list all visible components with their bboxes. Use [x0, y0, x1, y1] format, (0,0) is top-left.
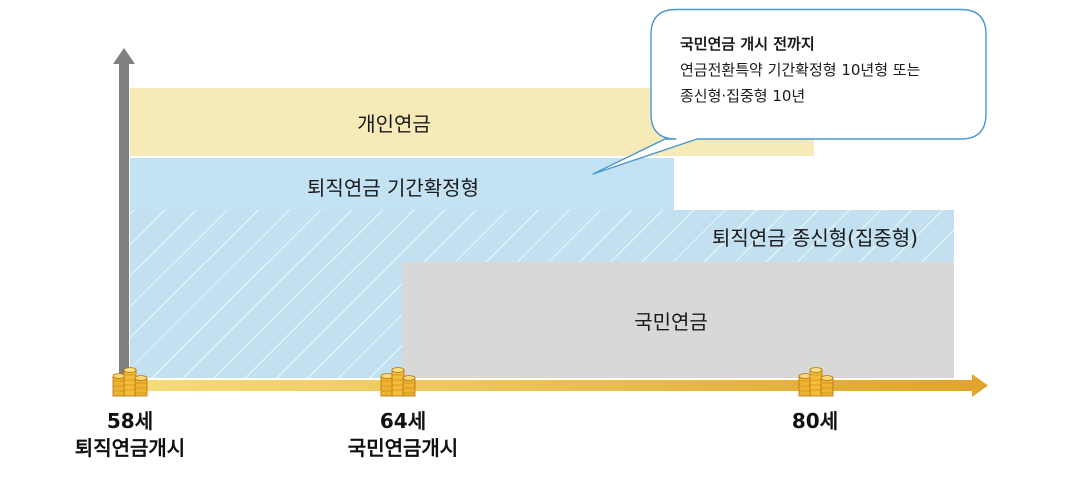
retirement-lifetime-label: 퇴직연금 종신형(집중형): [712, 225, 918, 250]
bubble-title: 국민연금 개시 전까지: [680, 35, 815, 53]
time-axis-arrow: [120, 374, 988, 397]
age-80: 80세: [791, 409, 839, 433]
bubble-line-1: 연금전환특약 기간확정형 10년형 또는: [680, 61, 921, 79]
personal-pension-label: 개인연금: [357, 111, 431, 136]
axis-label-80: 80세: [760, 408, 870, 435]
coin-stack-icon: [798, 367, 834, 397]
vertical-axis-arrow: [113, 48, 135, 380]
retirement-lifetime-bar: [130, 210, 954, 262]
retirement-fixed-term-bar: [130, 158, 674, 210]
coin-stack-icon: [112, 367, 148, 397]
retirement-fixed-term-label: 퇴직연금 기간확정형: [307, 175, 479, 200]
speech-bubble: [592, 8, 987, 175]
age-64-caption: 국민연금개시: [347, 436, 459, 460]
national-pension-bar: [402, 262, 954, 378]
bubble-text: 국민연금 개시 전까지 연금전환특약 기간확정형 10년형 또는 종신형·집중형…: [680, 31, 920, 109]
coin-stack-icon: [380, 367, 416, 397]
bubble-line-2: 종신형·집중형 10년: [680, 87, 806, 105]
axis-label-64: 64세 국민연금개시: [318, 408, 488, 462]
age-58: 58세: [106, 409, 154, 433]
retirement-lifetime-early-block: [130, 262, 402, 378]
age-64: 64세: [379, 409, 427, 433]
age-58-caption: 퇴직연금개시: [74, 436, 186, 460]
national-pension-label: 국민연금: [634, 309, 708, 334]
axis-label-58: 58세 퇴직연금개시: [50, 408, 210, 462]
